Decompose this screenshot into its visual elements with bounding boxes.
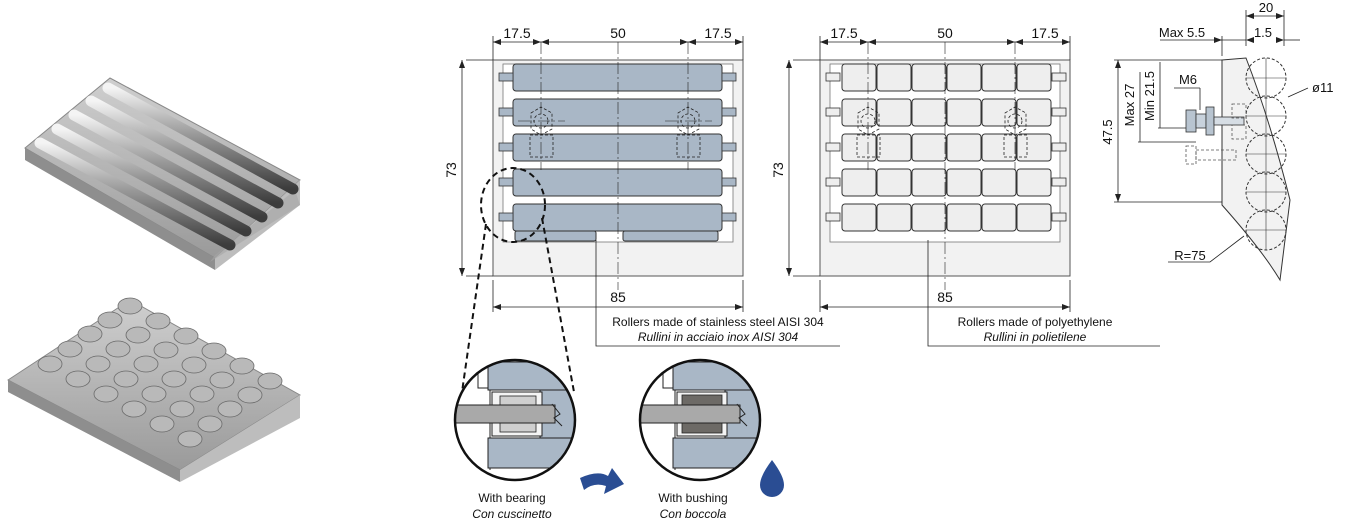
dim-steel-left: 17.5 [503,25,530,41]
zoom-callout [461,167,575,393]
dim-side-top: 20 [1259,0,1273,15]
thread-label: M6 [1179,72,1197,87]
m6-bolt [1185,103,1247,165]
arrow-icon [580,468,624,494]
bearing-label-en: With bearing [478,491,545,505]
front-view-poly: 17.5 50 17.5 73 85 Rollers made of polye… [770,25,1160,347]
dim-steel-right: 17.5 [704,25,731,41]
product-render-poly [7,297,301,482]
dim-poly-width: 85 [937,289,953,305]
dim-poly-right: 17.5 [1031,25,1058,41]
detail-bushing [638,358,762,482]
caption-steel-it: Rullini in acciaio inox AISI 304 [638,330,799,344]
side-view: 20 Max 5.5 1.5 Max 27 Min 21.5 47.5 M6 ø… [1100,0,1333,282]
dim-poly-left: 17.5 [830,25,857,41]
front-view-steel: 17.5 50 17.5 73 85 Rollers made of stain… [443,25,840,347]
dim-steel-width: 85 [610,289,626,305]
dim-side-max27: Max 27 [1122,84,1137,127]
caption-poly-it: Rullini in polietilene [984,330,1087,344]
caption-poly-en: Rollers made of polyethylene [958,315,1113,329]
droplet-icon [760,460,784,497]
dim-side-gap: 1.5 [1254,25,1272,40]
caption-steel-en: Rollers made of stainless steel AISI 304 [612,315,824,329]
detail-bearing [453,358,577,482]
dim-poly-height: 73 [770,162,786,178]
bushing-label-it: Con boccola [660,507,727,521]
product-render-steel [24,77,301,270]
dim-side-max: Max 5.5 [1159,25,1205,40]
dim-side-min: Min 21.5 [1142,71,1157,121]
dim-steel-center: 50 [610,25,626,41]
dim-side-height: 47.5 [1100,119,1115,144]
bushing-label-en: With bushing [658,491,727,505]
dim-steel-height: 73 [443,162,459,178]
poly-rollers [841,63,1052,232]
dim-poly-center: 50 [937,25,953,41]
bearing-label-it: Con cuscinetto [472,507,552,521]
steel-rollers [512,63,723,242]
radius-label: R=75 [1174,248,1205,263]
diameter-label: ø11 [1312,80,1333,95]
